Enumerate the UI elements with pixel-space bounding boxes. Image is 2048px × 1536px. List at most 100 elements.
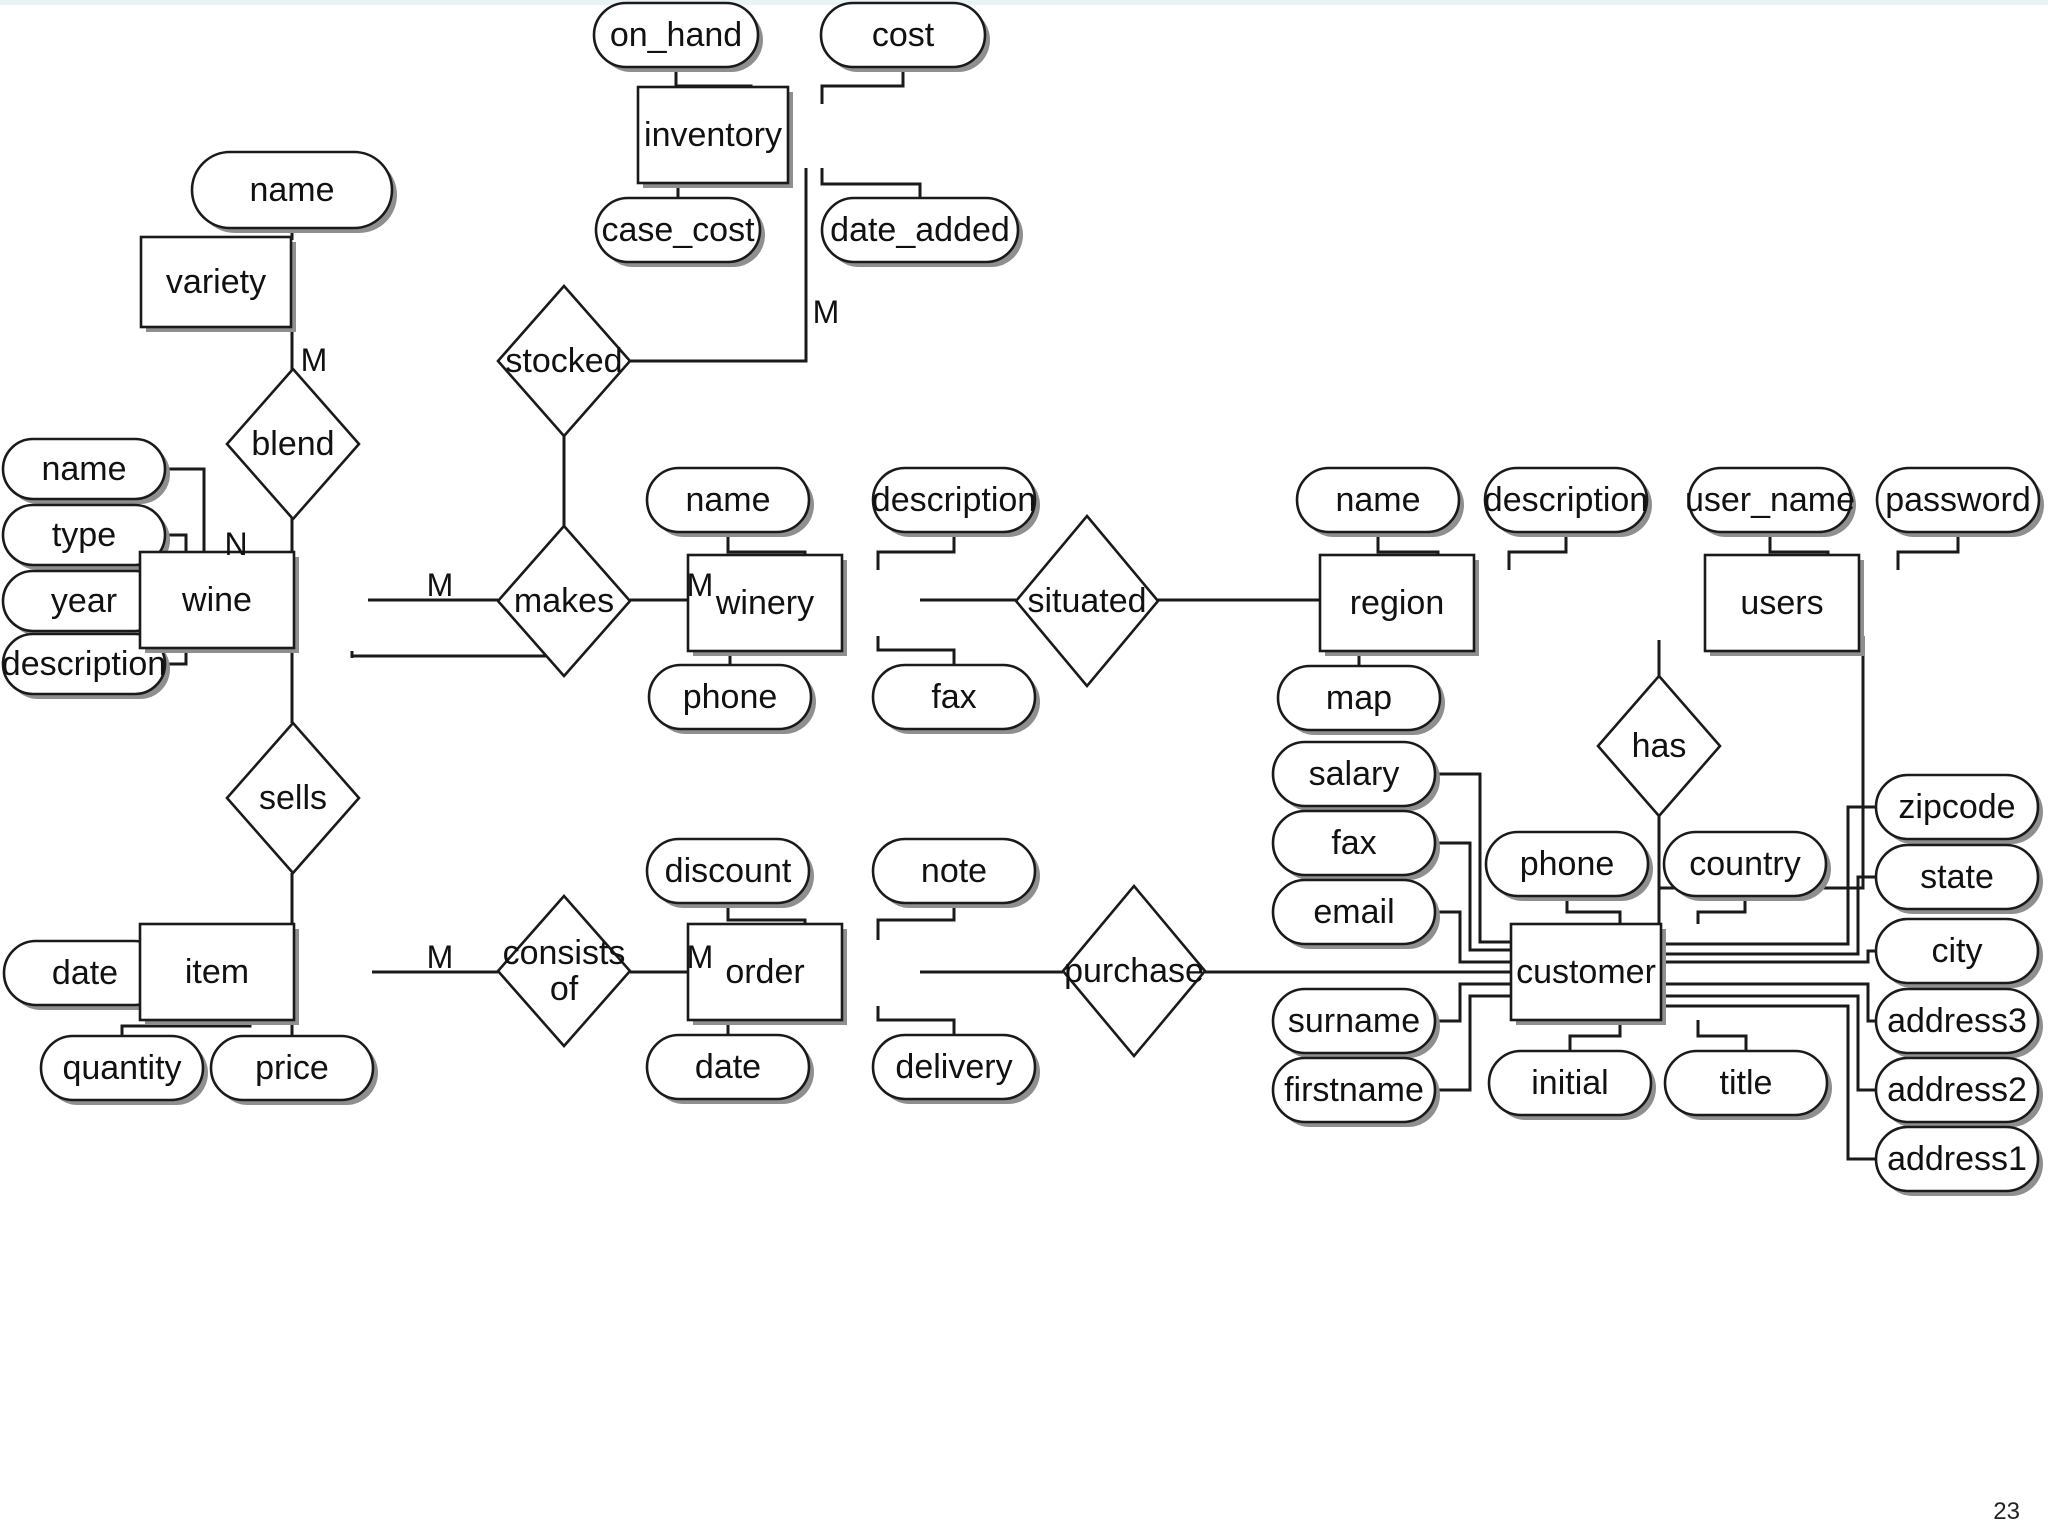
attribute-label: zipcode bbox=[1898, 788, 2015, 826]
entity-users: users bbox=[1703, 553, 1864, 656]
attribute-ellipse bbox=[871, 663, 1037, 731]
attribute-customer-email: email bbox=[1271, 878, 1440, 949]
entity-box bbox=[1703, 553, 1861, 653]
entity-box bbox=[138, 550, 296, 650]
connector-line bbox=[1661, 805, 1876, 946]
attribute-inventory-date-added: date_added bbox=[820, 196, 1023, 267]
relationship-label: has bbox=[1632, 727, 1687, 765]
cardinality-inventory-stocked: M bbox=[813, 294, 840, 330]
cardinality-winery-makes: M bbox=[687, 567, 714, 603]
relationship-diamond bbox=[225, 367, 361, 521]
entity-box bbox=[139, 235, 293, 329]
attribute-label: map bbox=[1326, 679, 1392, 717]
attribute-ellipse bbox=[594, 196, 762, 264]
attribute-label: quantity bbox=[62, 1049, 181, 1087]
attribute-label: title bbox=[1720, 1064, 1773, 1102]
attribute-ellipse bbox=[1487, 1049, 1653, 1117]
attribute-ellipse bbox=[1, 437, 167, 501]
relationship-has: has bbox=[1596, 674, 1722, 818]
connector-line bbox=[820, 168, 922, 198]
connector-line bbox=[1696, 1020, 1748, 1051]
entity-label: winery bbox=[715, 584, 814, 622]
attribute-customer-country: country bbox=[1662, 830, 1831, 901]
connector-line bbox=[1565, 896, 1622, 924]
entity-box bbox=[636, 85, 790, 185]
attribute-label: fax bbox=[1331, 824, 1376, 862]
entity-item: item bbox=[138, 922, 299, 1025]
attribute-ellipse bbox=[1, 503, 167, 567]
attribute-ellipse bbox=[1874, 917, 2040, 985]
attribute-ellipse bbox=[1483, 466, 1649, 534]
attribute-label: date_added bbox=[830, 211, 1010, 249]
entity-inventory: inventory bbox=[636, 85, 793, 188]
cardinality-order-consists: M bbox=[687, 939, 714, 975]
attribute-ellipse bbox=[1687, 466, 1853, 534]
relationship-diamond bbox=[496, 894, 632, 1048]
attribute-winery-phone: phone bbox=[647, 663, 816, 734]
relationship-diamond bbox=[1061, 883, 1207, 1059]
attribute-ellipse bbox=[1, 632, 167, 696]
attribute-label: firstname bbox=[1284, 1071, 1424, 1109]
attribute-ellipse bbox=[190, 150, 394, 230]
attribute-customer-title: title bbox=[1663, 1049, 1832, 1120]
attribute-ellipse bbox=[871, 837, 1037, 905]
attribute-ellipse bbox=[1662, 830, 1828, 898]
attribute-ellipse bbox=[645, 837, 811, 905]
attribute-label: description bbox=[1484, 481, 1648, 519]
connector-line bbox=[1661, 994, 1876, 1092]
attribute-winery-name: name bbox=[645, 466, 814, 537]
cardinality-wine-blend: N bbox=[224, 526, 247, 562]
relationship-label: blend bbox=[251, 425, 334, 463]
attribute-label: year bbox=[51, 582, 117, 620]
attribute-label: initial bbox=[1531, 1064, 1608, 1102]
attribute-label: name bbox=[41, 450, 126, 488]
connector-line bbox=[618, 168, 808, 363]
attribute-ellipse bbox=[1874, 1056, 2040, 1124]
attribute-label: date bbox=[52, 954, 118, 992]
attribute-inventory-case-cost: case_cost bbox=[594, 196, 765, 267]
attribute-label: description bbox=[2, 645, 166, 683]
attribute-wine-description: description bbox=[1, 632, 170, 699]
entity-label: customer bbox=[1516, 953, 1656, 991]
attribute-customer-salary: salary bbox=[1271, 740, 1440, 811]
attribute-ellipse bbox=[1271, 987, 1437, 1055]
attribute-item-date: date bbox=[2, 939, 171, 1010]
relationship-diamond bbox=[1596, 674, 1722, 818]
attribute-ellipse bbox=[1875, 466, 2041, 534]
attribute-label: phone bbox=[1520, 845, 1615, 883]
attribute-label: address2 bbox=[1887, 1071, 2027, 1109]
attribute-label: password bbox=[1885, 481, 2031, 519]
attribute-item-price: price bbox=[209, 1034, 378, 1105]
attribute-customer-address1: address1 bbox=[1874, 1125, 2043, 1196]
relationship-sells: sells bbox=[225, 721, 361, 875]
relationship-stocked: stocked bbox=[496, 284, 632, 438]
attribute-users-password: password bbox=[1875, 466, 2044, 537]
cardinality-variety-blend: M bbox=[301, 342, 328, 378]
attribute-wine-year: year bbox=[1, 569, 170, 636]
top-color-band bbox=[0, 0, 2048, 5]
relationship-label: consists bbox=[503, 934, 626, 972]
attribute-customer-address3: address3 bbox=[1874, 987, 2043, 1058]
attribute-label: name bbox=[685, 481, 770, 519]
connector-line bbox=[1661, 1004, 1876, 1161]
attribute-ellipse bbox=[1276, 664, 1442, 732]
attribute-variety-name: name bbox=[190, 150, 397, 233]
attribute-label: surname bbox=[1288, 1002, 1420, 1040]
connector-line bbox=[1661, 982, 1876, 1023]
attribute-ellipse bbox=[1874, 843, 2040, 911]
attribute-wine-type: type bbox=[1, 503, 170, 570]
attribute-label: discount bbox=[665, 852, 792, 890]
entity-label: order bbox=[725, 953, 804, 991]
attribute-ellipse bbox=[819, 1, 987, 69]
attribute-label: case_cost bbox=[601, 211, 755, 249]
attribute-ellipse bbox=[645, 1033, 811, 1101]
attribute-label: date bbox=[695, 1048, 761, 1086]
connector-line bbox=[876, 903, 956, 940]
attribute-item-quantity: quantity bbox=[39, 1034, 208, 1105]
attribute-ellipse bbox=[1271, 740, 1437, 808]
attribute-winery-fax: fax bbox=[871, 663, 1040, 734]
attribute-label: name bbox=[249, 171, 334, 209]
entity-label: variety bbox=[166, 263, 266, 301]
connector-line bbox=[1507, 532, 1568, 570]
attribute-ellipse bbox=[820, 196, 1020, 264]
